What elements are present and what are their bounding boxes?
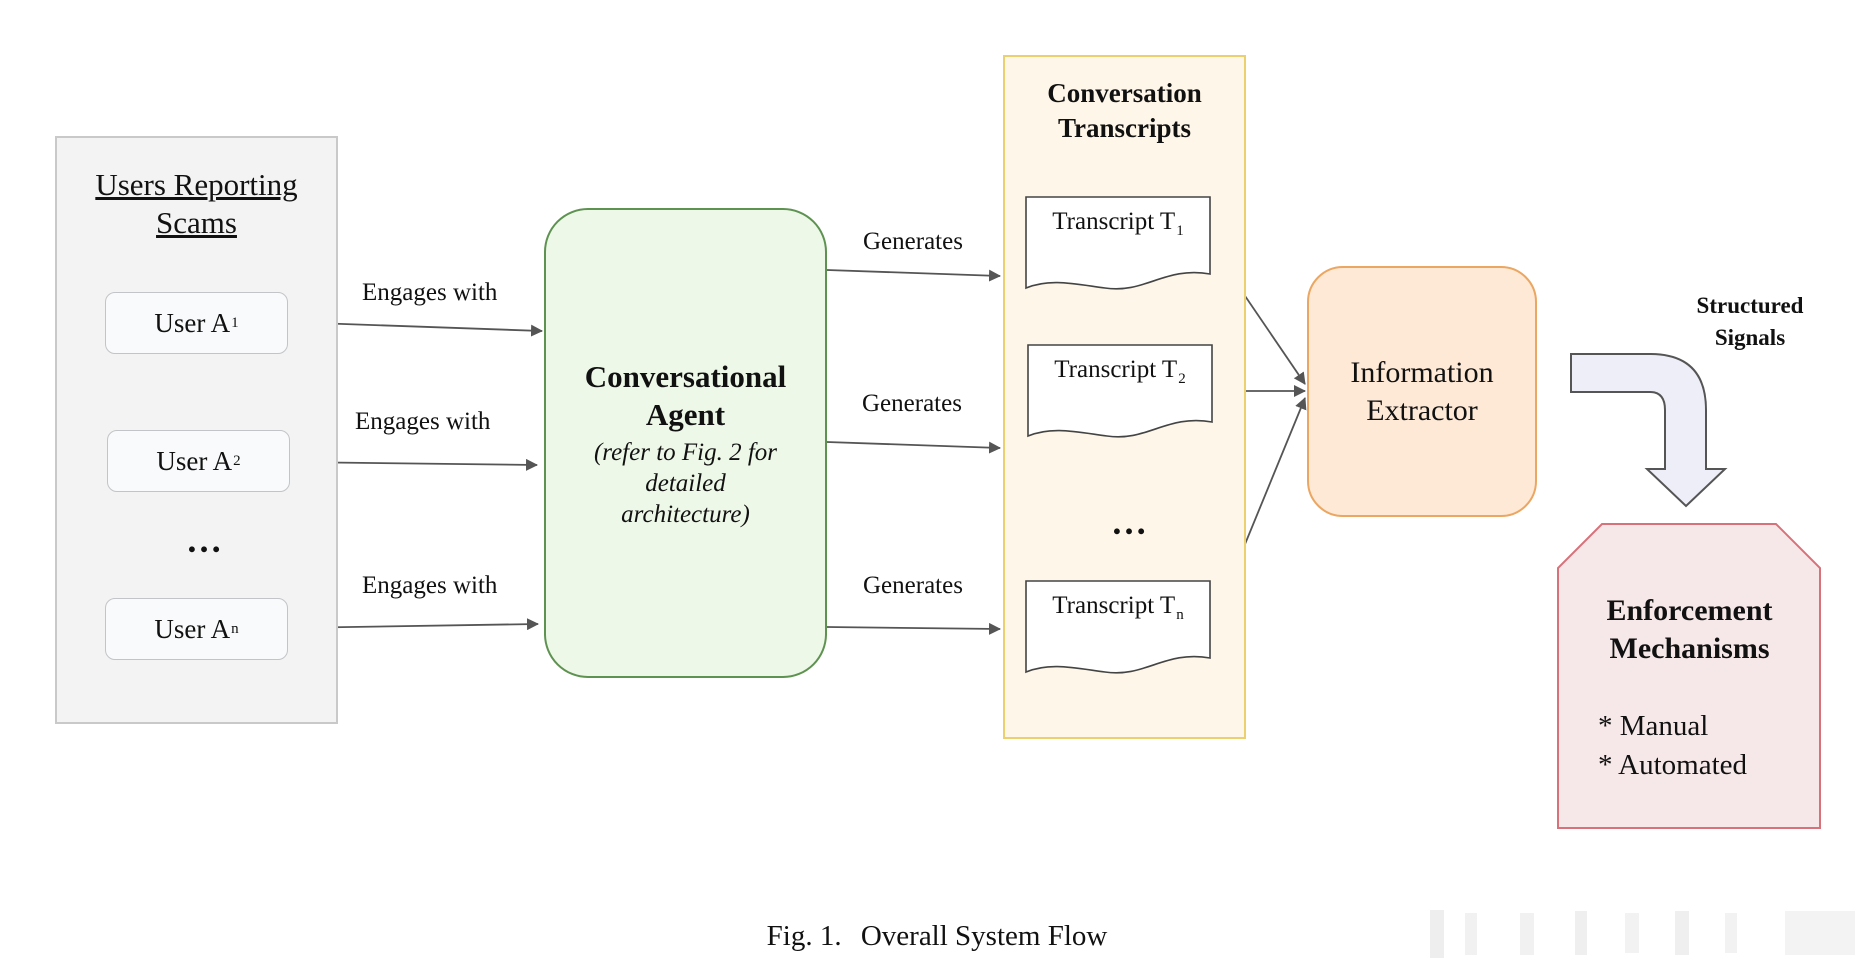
transcript-label: Transcript Tn: [1025, 592, 1211, 624]
extractor-line1: Information: [1350, 355, 1494, 389]
transcript-label: Transcript T2: [1027, 356, 1213, 388]
transcript-name: Transcript T: [1052, 592, 1176, 619]
transcript-name: Transcript T: [1052, 208, 1176, 235]
user-label: User A: [154, 307, 231, 338]
agent-note-line1: (refer to Fig. 2 for: [593, 439, 778, 466]
agent-title: Conversational Agent: [544, 358, 827, 434]
arrow-agent-to-t1: [826, 269, 1001, 282]
transcript-subscript: 1: [1176, 223, 1184, 239]
conversational-agent-box: [544, 208, 827, 678]
agent-note: (refer to Fig. 2 for detailed architectu…: [564, 437, 807, 530]
agent-title-line2: Agent: [645, 397, 726, 432]
user-label: User A: [156, 445, 233, 476]
enforcement-title-line2: Mechanisms: [1609, 632, 1770, 665]
user-subscript: 1: [231, 314, 239, 331]
structured-signals-arrow: [1570, 353, 1728, 508]
enforcement-item-automated: * Automated: [1598, 749, 1748, 781]
enforcement-item-manual: * Manual: [1598, 710, 1709, 742]
edge-label-engages-2: Engages with: [355, 408, 491, 435]
edge-label-generates-n: Generates: [863, 572, 963, 599]
users-ellipsis: …: [186, 520, 224, 560]
transcript-box-2: Transcript T2: [1027, 344, 1213, 444]
transcript-box-n: Transcript Tn: [1025, 580, 1211, 680]
enforcement-title: Enforcement Mechanisms: [1557, 592, 1822, 668]
users-title-line1: Users Reporting: [95, 167, 298, 202]
figure-caption: Fig. 1. Overall System Flow: [0, 920, 1874, 953]
edge-label-engages-1: Engages with: [362, 279, 498, 306]
transcript-subscript: n: [1176, 607, 1184, 623]
agent-note-line3: architecture): [621, 501, 750, 528]
edge-label-generates-2: Generates: [862, 390, 962, 417]
users-panel-title: Users Reporting Scams: [55, 166, 338, 242]
user-label: User A: [154, 613, 231, 644]
signals-line1: Structured: [1696, 293, 1804, 318]
agent-note-line2: detailed: [645, 470, 726, 497]
transcripts-ellipsis: …: [1111, 502, 1149, 542]
edge-label-generates-1: Generates: [863, 228, 963, 255]
arrow-agent-to-t2: [826, 441, 1001, 454]
document-shape-icon: [1025, 580, 1211, 674]
caption-fig-number: Fig. 1.: [766, 920, 842, 952]
agent-title-line1: Conversational: [584, 359, 787, 394]
transcripts-title-line2: Transcripts: [1058, 113, 1191, 143]
user-subscript: n: [231, 620, 239, 637]
transcript-box-1: Transcript T1: [1025, 196, 1211, 296]
structured-signals-label: Structured Signals: [1660, 290, 1840, 354]
information-extractor-box: Information Extractor: [1307, 266, 1537, 517]
edge-label-engages-n: Engages with: [362, 572, 498, 599]
arrow-agent-to-tn: [826, 622, 1001, 635]
user-subscript: 2: [233, 452, 241, 469]
transcripts-panel-title: Conversation Transcripts: [1003, 76, 1246, 146]
document-shape-icon: [1025, 196, 1211, 290]
extractor-line2: Extractor: [1366, 393, 1478, 427]
signals-line2: Signals: [1714, 325, 1786, 350]
document-shape-icon: [1027, 344, 1213, 438]
caption-text: Overall System Flow: [860, 920, 1108, 952]
users-title-line2: Scams: [156, 205, 237, 240]
transcript-subscript: 2: [1178, 371, 1186, 387]
transcript-label: Transcript T1: [1025, 208, 1211, 240]
transcripts-title-line1: Conversation: [1047, 78, 1202, 108]
enforcement-title-line1: Enforcement: [1606, 594, 1773, 627]
enforcement-box: [1557, 523, 1821, 829]
faded-watermark-bars: [1430, 910, 1855, 958]
transcript-name: Transcript T: [1054, 356, 1178, 383]
